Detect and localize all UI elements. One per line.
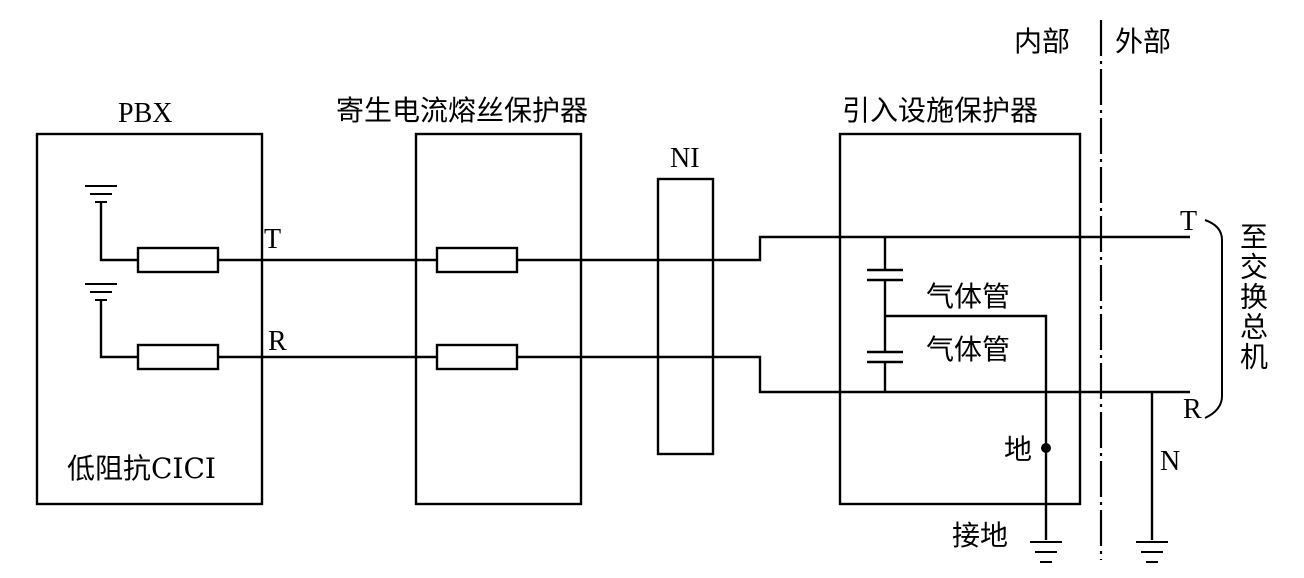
pbx-resistor-t (136, 246, 220, 274)
outside-label: 外部 (1115, 25, 1172, 58)
gas-tube-2-label: 气体管 (926, 333, 1011, 366)
fuse-r (435, 343, 519, 371)
entrance-protector-box (838, 132, 1082, 506)
pbx-box (35, 132, 264, 506)
gas-tube-1-label: 气体管 (926, 280, 1011, 313)
neutral-label: N (1160, 446, 1181, 477)
line-t-label: T (1180, 206, 1198, 237)
pbx-t-ground-wire (99, 202, 138, 262)
pbx-label: PBX (118, 98, 173, 129)
exchange-brace (1204, 219, 1223, 419)
ni-box (656, 177, 715, 456)
fuse-t (435, 246, 519, 274)
earth-label: 接地 (952, 519, 1009, 552)
earth-ground-symbol (1030, 541, 1062, 563)
fuse-protector-label: 寄生电流熔丝保护器 (336, 94, 589, 127)
neutral-ground-symbol (1136, 541, 1168, 563)
line-r-label: R (1183, 394, 1202, 425)
pbx-r-label: R (268, 326, 287, 357)
entrance-protector-label: 引入设施保护器 (842, 94, 1039, 127)
to-exchange-label: 至交换总机 (1236, 222, 1269, 372)
pbx-t-label: T (264, 224, 282, 255)
pbx-r-ground-wire (99, 300, 138, 359)
cici-label: 低阻抗CICI (67, 452, 216, 485)
gas-tube-ground-wire (885, 314, 1048, 540)
ni-label: NI (670, 143, 700, 174)
inside-label: 内部 (1014, 25, 1071, 58)
fuse-protector-box (414, 132, 583, 506)
pbx-resistor-r (136, 343, 220, 371)
ground-label: 地 (1004, 433, 1033, 466)
ground-junction-dot (1041, 443, 1051, 453)
